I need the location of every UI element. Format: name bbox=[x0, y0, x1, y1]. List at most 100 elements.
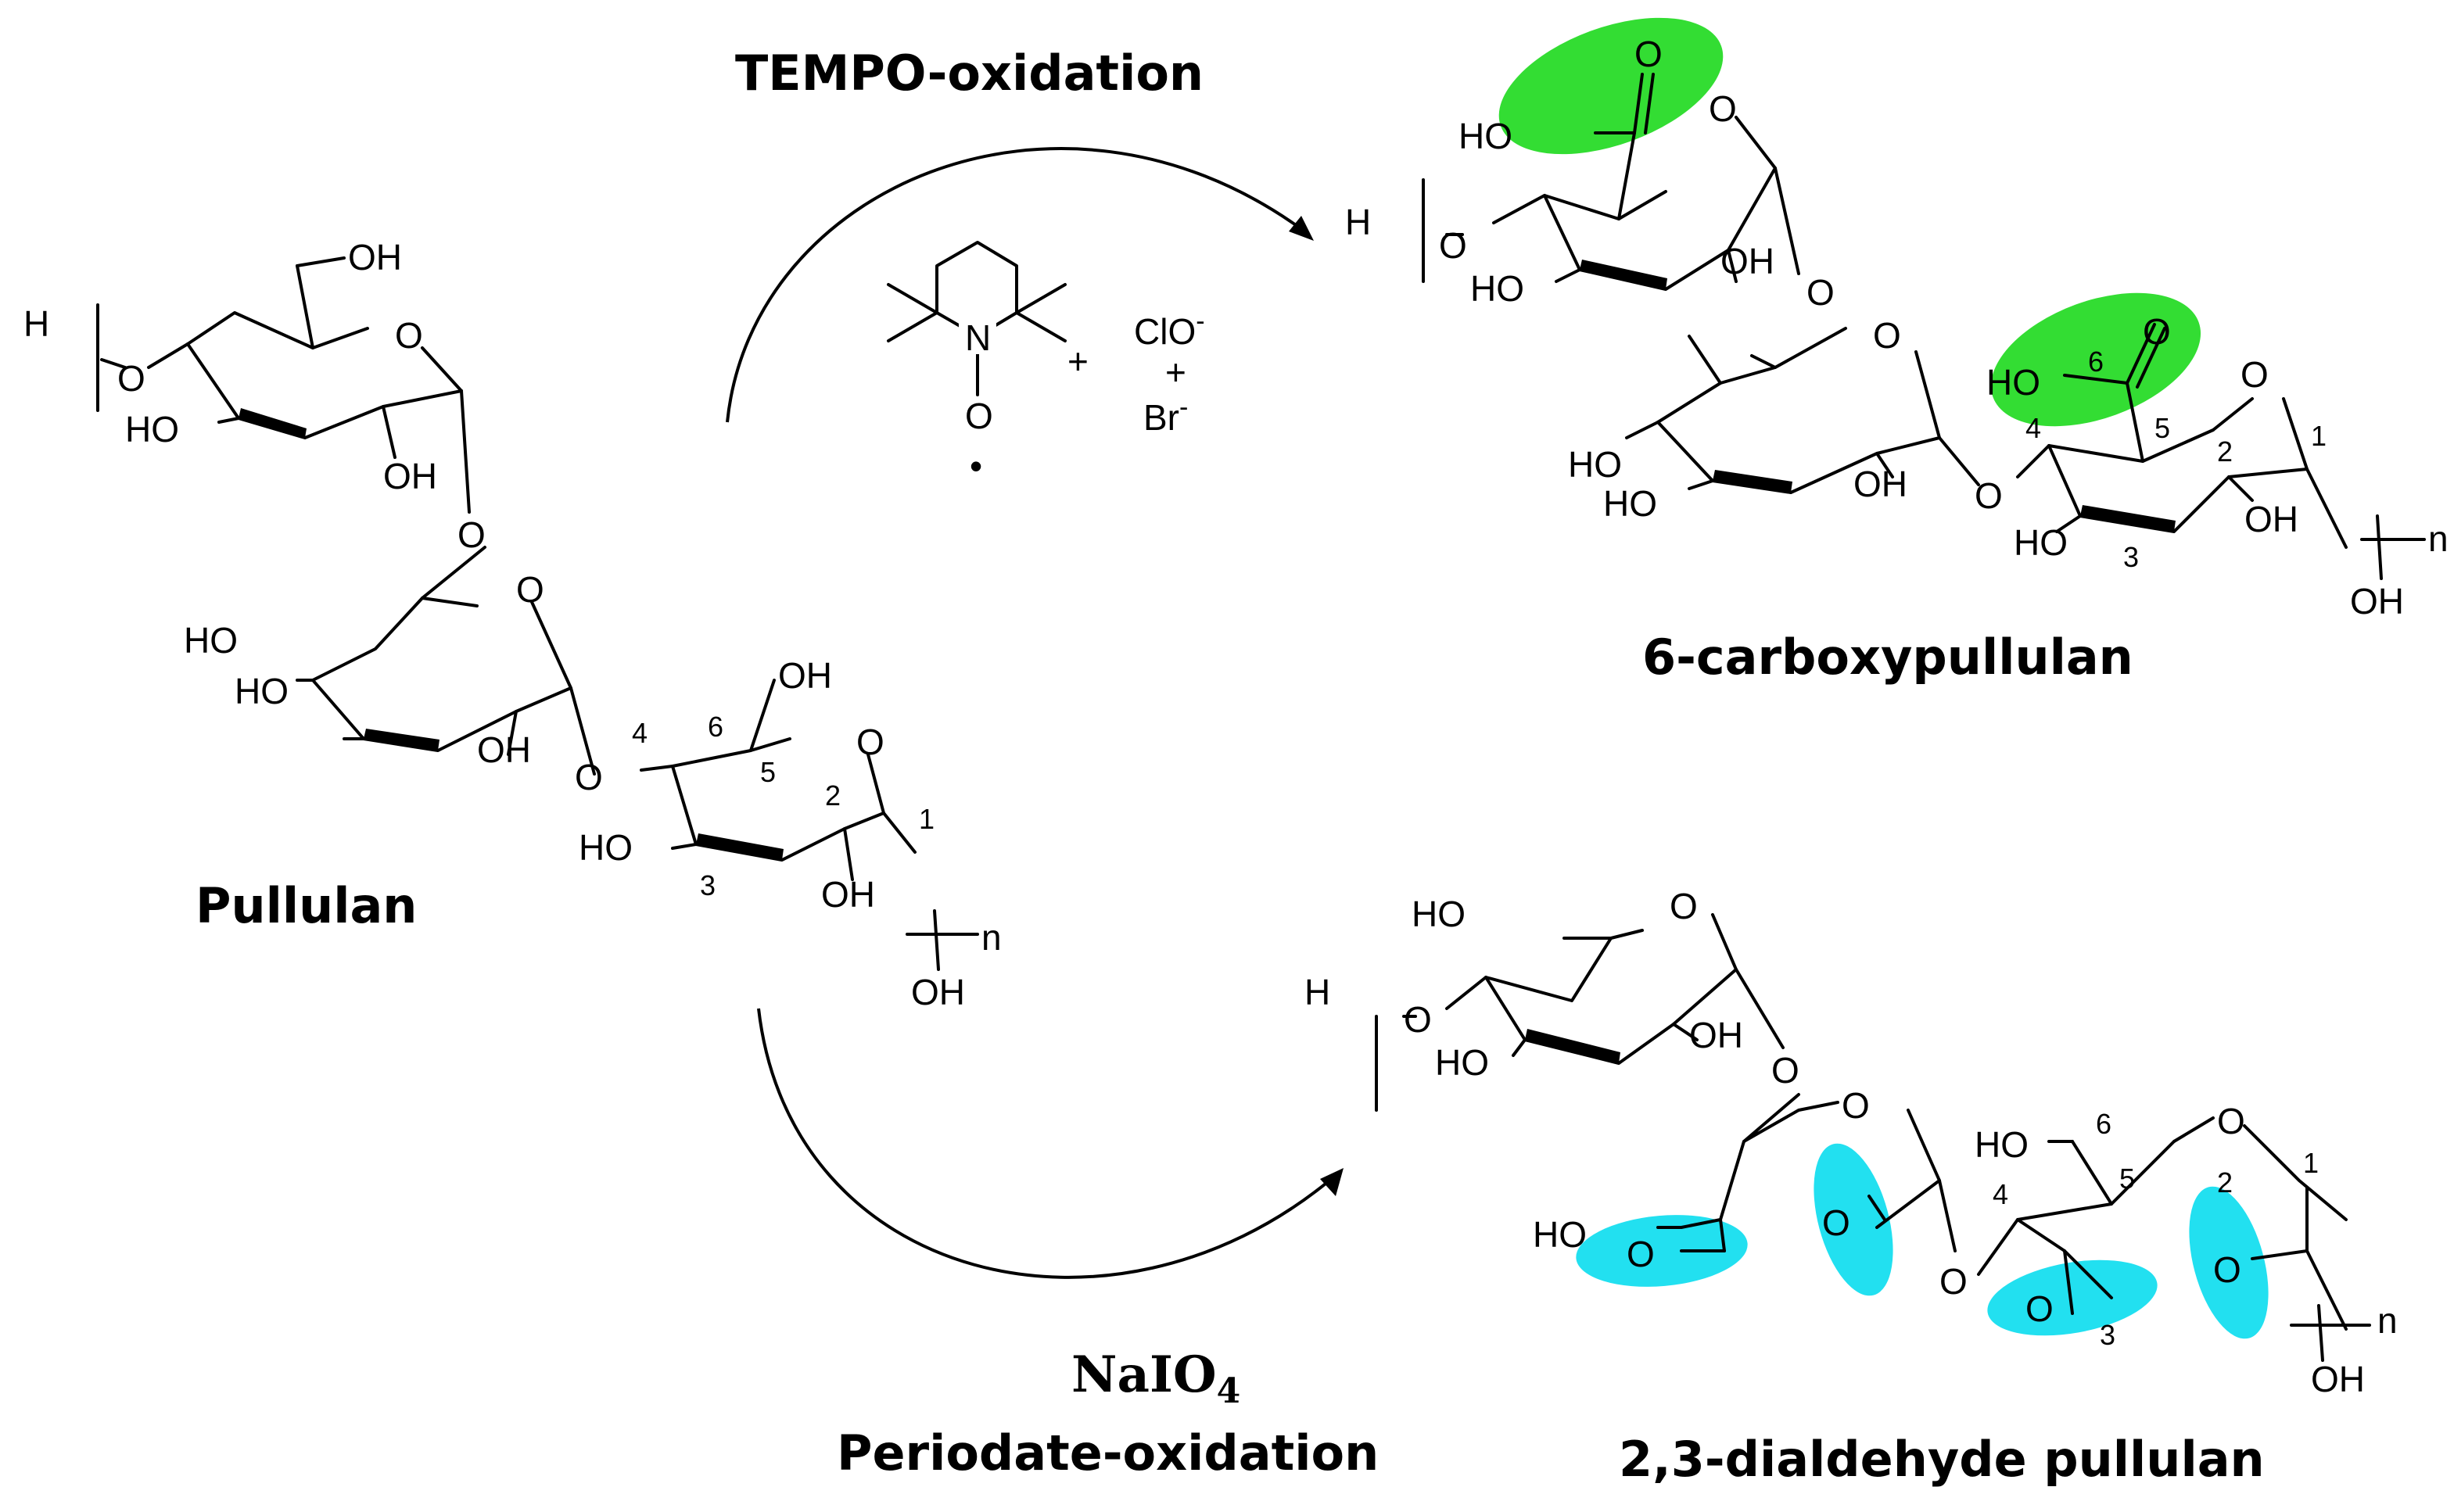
dialdehyde-linkage1-oxygen: O bbox=[1771, 1050, 1799, 1091]
pullulan-ring2-c3-ho: HO bbox=[235, 671, 289, 711]
carboxy-c4-number: 4 bbox=[2025, 412, 2041, 444]
carboxy-ring1-cooh-ho: HO bbox=[1458, 116, 1512, 156]
pullulan-c6-number: 6 bbox=[708, 711, 723, 743]
carboxy-ring2-c2-oh: OH bbox=[1853, 464, 1907, 504]
carboxy-ring3-c2-oh: OH bbox=[2244, 499, 2298, 539]
pullulan-ring3-c6-oh: OH bbox=[778, 655, 832, 696]
dialdehyde-c1-number: 1 bbox=[2303, 1147, 2319, 1179]
aldehyde-highlight-ring2-c3 bbox=[1576, 1215, 1748, 1287]
periodate-reagent: NaIO4 bbox=[1071, 1345, 1240, 1411]
tempo-oxygen: O bbox=[965, 396, 993, 436]
carboxypullulan-label: 6-carboxypullulan bbox=[1642, 629, 2133, 686]
carboxy-ring2-oxygen: O bbox=[1873, 315, 1901, 356]
top-arrow bbox=[726, 147, 1314, 423]
pullulan-ring3-c3-ho: HO bbox=[579, 827, 633, 868]
dialdehyde-ring2-aldehyde-o1: O bbox=[1627, 1234, 1655, 1274]
dialdehyde-c6-number: 6 bbox=[2096, 1108, 2111, 1140]
pullulan-linkage1-oxygen: O bbox=[457, 514, 486, 555]
pullulan-c3-number: 3 bbox=[700, 869, 716, 901]
tempo-plus-sign: + bbox=[1067, 341, 1089, 382]
pullulan-ring1-c6-oh: OH bbox=[348, 237, 402, 278]
carboxy-ring1-carbonyl-o: O bbox=[1634, 34, 1663, 74]
pullulan-ring2-c2-oh: OH bbox=[477, 729, 531, 770]
aldehyde-highlight-ring3-c2 bbox=[2189, 1186, 2269, 1339]
carboxy-ring2-c4-ho: HO bbox=[1568, 444, 1622, 485]
pullulan-structure: H O OH O HO OH O O HO HO OH O OH O HO OH… bbox=[23, 237, 1002, 1012]
dialdehyde-ring3-oxygen: O bbox=[2217, 1101, 2245, 1141]
carboxy-anomeric-oh: OH bbox=[2350, 581, 2404, 622]
carboxy-repeat-n: n bbox=[2428, 518, 2449, 559]
carboxy-ring2-c3-ho: HO bbox=[1603, 483, 1657, 524]
pullulan-ring2-c4-ho: HO bbox=[184, 620, 238, 661]
dialdehyde-ring2-c4-ho: HO bbox=[1533, 1214, 1587, 1255]
periodate-oxidation-label: Periodate-oxidation bbox=[837, 1424, 1379, 1482]
tempo-nitrogen: N bbox=[965, 317, 991, 358]
carboxy-ring3-cooh-ho: HO bbox=[1986, 362, 2040, 403]
dialdehyde-end-h: H bbox=[1304, 972, 1330, 1012]
hypochlorite-reagent: ClO- bbox=[1134, 306, 1205, 352]
carboxy-ring3-c3-ho: HO bbox=[2014, 522, 2068, 563]
dialdehyde-linkage2-oxygen: O bbox=[1939, 1261, 1968, 1302]
dialdehyde-ring2-aldehyde-o2: O bbox=[1822, 1202, 1850, 1243]
pullulan-ring1-c2-oh: OH bbox=[383, 456, 437, 496]
dialdehyde-c5-number: 5 bbox=[2119, 1163, 2135, 1195]
pullulan-anomeric-oh: OH bbox=[911, 972, 965, 1012]
carboxy-c5-number: 5 bbox=[2154, 412, 2170, 444]
dialdehyde-ring1-c2-oh: OH bbox=[1689, 1015, 1743, 1055]
carboxy-c2-number: 2 bbox=[2217, 435, 2233, 468]
carboxy-ring1-c2-oh: OH bbox=[1720, 241, 1774, 281]
carboxy-linkage2-oxygen: O bbox=[1975, 475, 2003, 516]
dialdehyde-pullulan-label: 2,3-dialdehyde pullulan bbox=[1619, 1431, 2265, 1488]
carboxy-ring1-c3-ho: HO bbox=[1470, 268, 1524, 309]
dialdehyde-c3-number: 3 bbox=[2100, 1319, 2115, 1351]
pullulan-c2-number: 2 bbox=[825, 779, 841, 812]
dialdehyde-repeat-n: n bbox=[2377, 1300, 2398, 1341]
bromide-reagent: Br- bbox=[1143, 392, 1188, 438]
tempo-structure: N O • bbox=[887, 241, 1067, 486]
pullulan-end-h: H bbox=[23, 303, 49, 344]
carboxy-c6-number: 6 bbox=[2088, 346, 2104, 378]
reagent-plus-sign: + bbox=[1165, 352, 1186, 392]
carboxy-ring3-oxygen: O bbox=[2241, 354, 2269, 395]
dialdehyde-ring3-c6-ho: HO bbox=[1975, 1124, 2029, 1165]
pullulan-linkage2-oxygen: O bbox=[575, 757, 603, 797]
dialdehyde-ring1-oxygen: O bbox=[1670, 886, 1698, 926]
dialdehyde-ring3-aldehyde-o2: O bbox=[2213, 1249, 2241, 1290]
dialdehyde-c2-number: 2 bbox=[2217, 1166, 2233, 1198]
pullulan-repeat-n: n bbox=[981, 917, 1002, 958]
pullulan-ring3-oxygen: O bbox=[856, 722, 884, 762]
carboxyl-highlight-ring1 bbox=[1498, 17, 1724, 155]
dialdehyde-ring1-c3-ho: HO bbox=[1435, 1042, 1489, 1083]
dialdehyde-ring2-oxygen: O bbox=[1842, 1085, 1870, 1126]
carboxy-c1-number: 1 bbox=[2311, 420, 2327, 452]
tempo-oxidation-label: TEMPO-oxidation bbox=[735, 45, 1204, 102]
carboxypullulan-structure: H O HO O O HO OH O O HO HO OH O HO O O H… bbox=[1345, 17, 2449, 622]
pullulan-c4-number: 4 bbox=[632, 717, 648, 749]
carboxyl-highlight-ring3 bbox=[1990, 292, 2201, 427]
pullulan-ring2-oxygen: O bbox=[516, 569, 544, 610]
carboxy-end-o: O bbox=[1439, 225, 1467, 266]
pullulan-ring1-oxygen: O bbox=[395, 315, 423, 356]
pullulan-c5-number: 5 bbox=[760, 756, 776, 788]
pullulan-c1-number: 1 bbox=[919, 803, 935, 835]
pullulan-ring1-c4-ho: HO bbox=[125, 409, 179, 450]
carboxy-linkage1-oxygen: O bbox=[1806, 272, 1835, 313]
dialdehyde-structure: H O HO O HO OH O O HO O O O HO O O O OH … bbox=[1304, 886, 2398, 1399]
carboxy-ring1-oxygen: O bbox=[1709, 88, 1737, 129]
pullulan-label: Pullulan bbox=[196, 877, 417, 934]
pullulan-ring3-c2-oh: OH bbox=[821, 874, 875, 915]
tempo-radical-dot: • bbox=[970, 446, 982, 486]
carboxy-end-h: H bbox=[1345, 202, 1371, 242]
aldehyde-highlight-ring2-c2 bbox=[1814, 1143, 1893, 1296]
carboxy-c3-number: 3 bbox=[2123, 541, 2139, 573]
aldehyde-highlight-ring3-c3 bbox=[1987, 1259, 2158, 1336]
dialdehyde-end-o: O bbox=[1404, 999, 1432, 1040]
carboxy-ring3-carbonyl-o: O bbox=[2143, 311, 2171, 352]
pullulan-end-o: O bbox=[117, 358, 145, 399]
bottom-arrow bbox=[757, 1008, 1344, 1279]
dialdehyde-ring3-aldehyde-o1: O bbox=[2025, 1288, 2054, 1329]
dialdehyde-anomeric-oh: OH bbox=[2311, 1359, 2365, 1399]
dialdehyde-ring1-c6-ho: HO bbox=[1412, 894, 1466, 934]
